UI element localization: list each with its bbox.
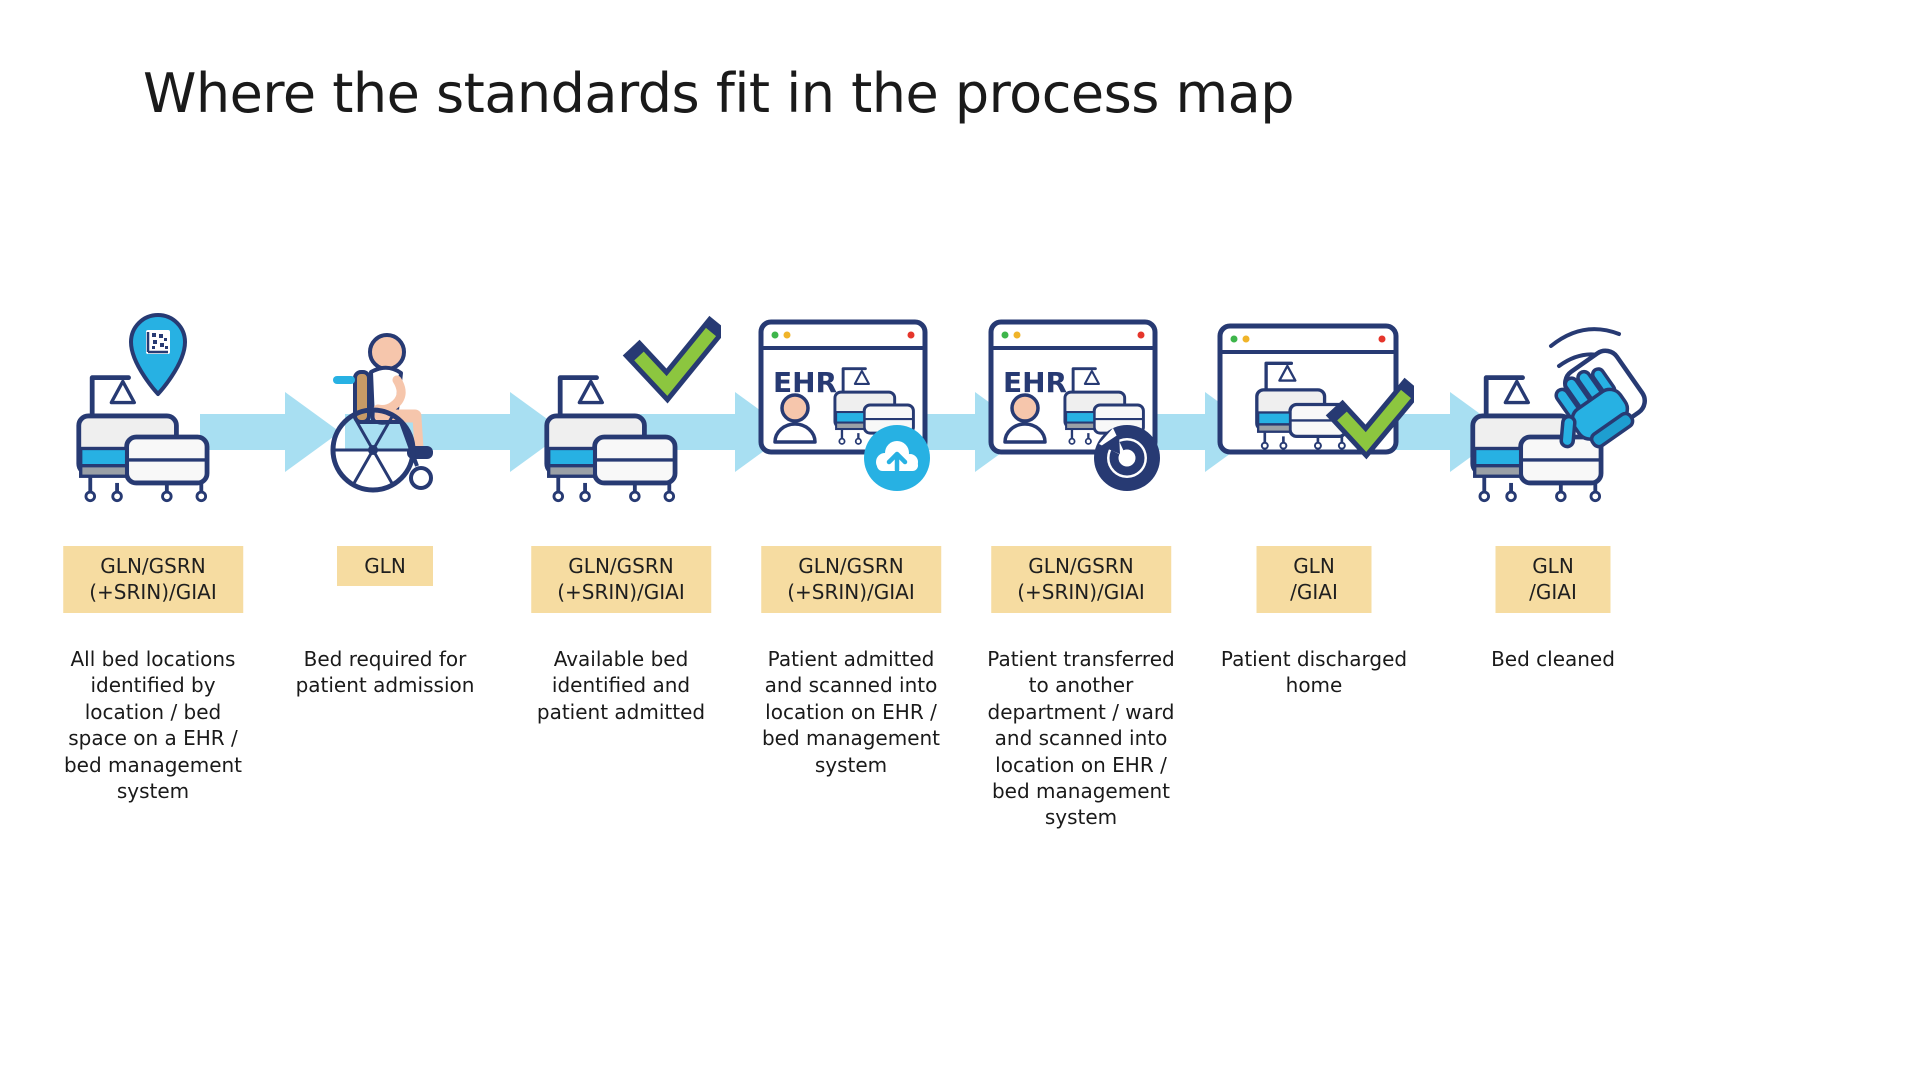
standard-tag: GLN/GSRN (+SRIN)/GIAI: [531, 546, 711, 613]
standard-tag: GLN /GIAI: [1495, 546, 1611, 613]
step-description: Patient discharged home: [1220, 647, 1408, 698]
step-column: GLN /GIAI Bed cleaned: [1438, 0, 1668, 900]
step-column: EHR GLN/GSRN (+SRIN)/: [736, 0, 966, 900]
standard-tag: GLN/GSRN (+SRIN)/GIAI: [761, 546, 941, 613]
step-column: GLN Bed required for patient admission: [270, 0, 500, 900]
ehr-transfer-refresh-icon: EHR: [981, 312, 1181, 507]
cleaning-glove: [1554, 367, 1635, 449]
step-description: Available bed identified and patient adm…: [536, 647, 706, 724]
check-icon: [622, 315, 721, 404]
wheelchair-patient-icon: [285, 312, 485, 507]
window-dots: [1001, 331, 1145, 339]
bed-location-pin-icon: [53, 312, 253, 507]
step-description: Bed cleaned: [1491, 647, 1615, 671]
patient-avatar: [1003, 393, 1047, 444]
step-description: Bed required for patient admission: [295, 647, 475, 698]
step-column: GLN/GSRN (+SRIN)/GIAI All bed locations …: [38, 0, 268, 900]
step-column: GLN /GIAI Patient discharged home: [1199, 0, 1429, 900]
check-icon: [1325, 377, 1414, 460]
standard-tag: GLN: [337, 546, 433, 587]
refresh-badge: [1094, 425, 1160, 491]
step-column: EHR GLN/GSRN (+SRIN)/GIAI Patient transf…: [966, 0, 1196, 900]
standard-tag: GLN /GIAI: [1256, 546, 1372, 613]
window-title: EHR: [773, 366, 837, 399]
window-title: EHR: [1003, 366, 1067, 399]
window-dots: [771, 331, 915, 339]
available-bed-check-icon: [521, 312, 721, 507]
flow-arrow: [200, 392, 340, 472]
patient-avatar: [773, 393, 817, 444]
ehr-cloud-upload-icon: EHR: [751, 312, 951, 507]
location-pin-icon: [129, 313, 187, 396]
window-dots: [1230, 335, 1386, 343]
slide-title: Where the standards fit in the process m…: [143, 62, 1295, 125]
step-description: Patient admitted and scanned into locati…: [761, 647, 941, 777]
standard-tag: GLN/GSRN (+SRIN)/GIAI: [63, 546, 243, 613]
cloud-upload-badge: [864, 425, 930, 491]
standard-tag: GLN/GSRN (+SRIN)/GIAI: [991, 546, 1171, 613]
discharge-window-check-icon: [1214, 312, 1414, 507]
step-description: Patient transferred to another departmen…: [987, 647, 1175, 830]
bed-cleaning-icon: [1453, 312, 1653, 507]
step-description: All bed locations identified by location…: [63, 647, 243, 803]
step-column: GLN/GSRN (+SRIN)/GIAI Available bed iden…: [506, 0, 736, 900]
